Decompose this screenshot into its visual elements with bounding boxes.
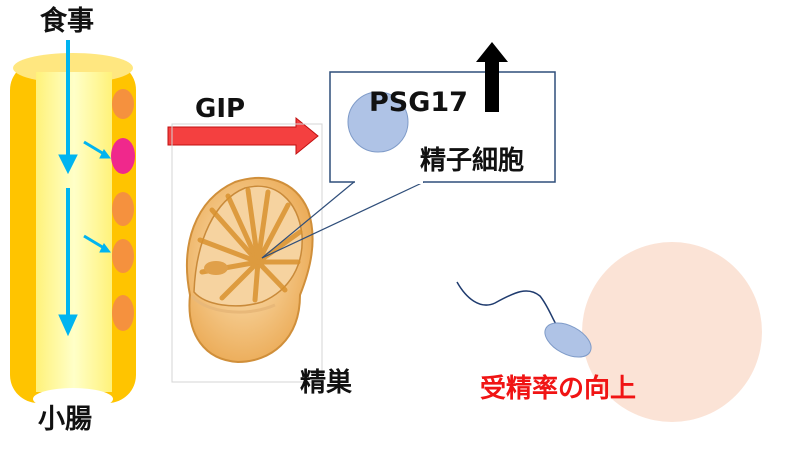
sperm bbox=[456, 281, 592, 358]
callout-pointer-line bbox=[261, 181, 425, 259]
gip-arrow bbox=[167, 116, 319, 156]
egg-cell bbox=[582, 242, 762, 422]
increase-arrow bbox=[476, 42, 508, 112]
sperm-tail bbox=[456, 281, 558, 327]
intestine-bottom-opening bbox=[33, 388, 113, 410]
intestine-cell bbox=[112, 239, 134, 273]
intestine-cell bbox=[112, 89, 134, 119]
intestine-cell-highlight bbox=[111, 138, 135, 174]
testis-illustration bbox=[186, 176, 314, 364]
intestine-cell bbox=[112, 295, 134, 331]
testis-label: 精巣 bbox=[300, 368, 353, 398]
fertilization-rate-label: 受精率の向上 bbox=[480, 374, 637, 404]
small-intestine bbox=[10, 53, 136, 410]
callout-pointer-gap bbox=[355, 179, 423, 184]
testis-image-frame bbox=[171, 123, 323, 383]
testis-lower-edge bbox=[190, 294, 276, 314]
small-intestine-label: 小腸 bbox=[38, 404, 92, 435]
intestine-cell bbox=[112, 192, 134, 226]
callout-pointer-line bbox=[261, 181, 355, 259]
spermatid-label: 精子細胞 bbox=[420, 146, 525, 176]
spermatid-cell bbox=[347, 91, 409, 153]
intestine-lumen bbox=[36, 72, 112, 392]
sperm-head bbox=[544, 322, 592, 358]
food-flow-arrows bbox=[58, 40, 111, 337]
food-label: 食事 bbox=[40, 6, 94, 37]
gip-label: GIP bbox=[195, 94, 246, 124]
testis-mediastinum bbox=[204, 261, 228, 275]
psg17-label: PSG17 bbox=[369, 87, 468, 118]
